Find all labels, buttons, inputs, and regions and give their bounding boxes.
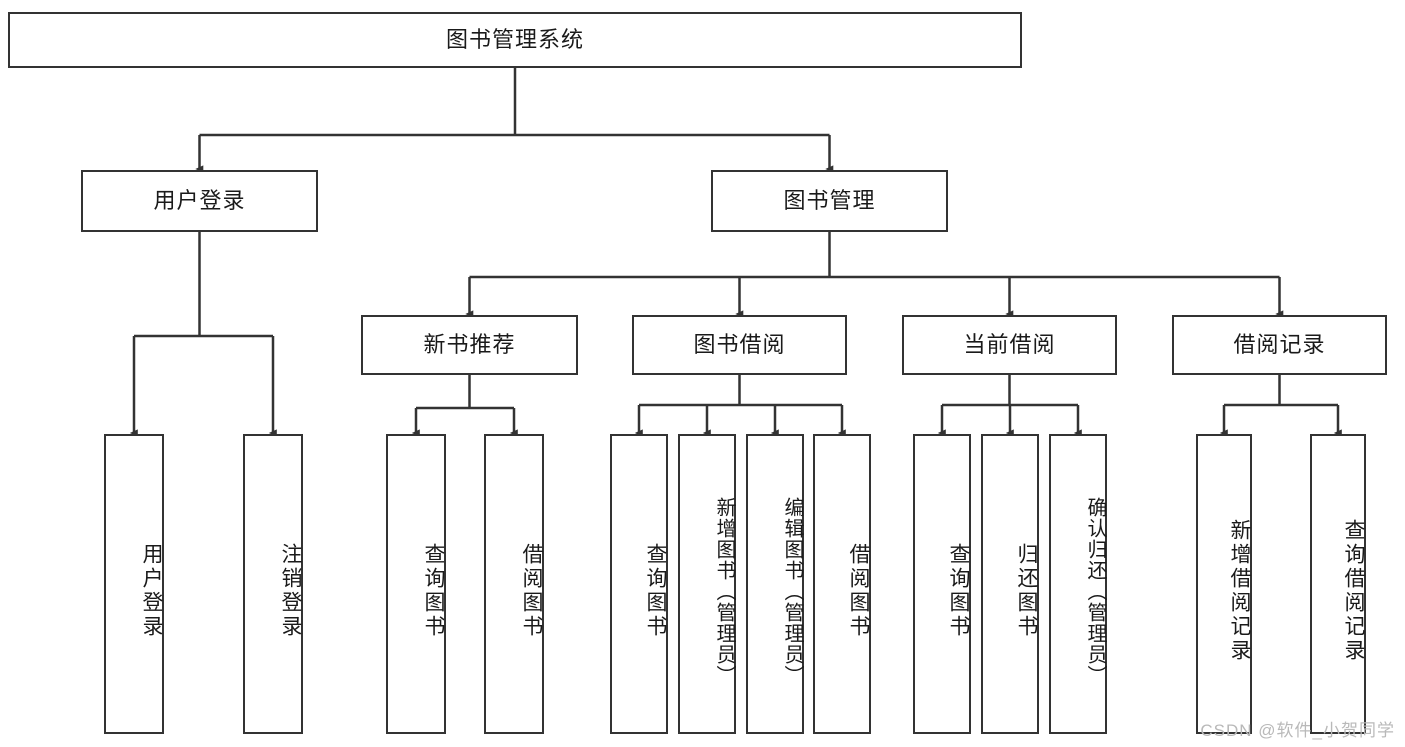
node-label: 注销登录 — [279, 543, 302, 639]
node-leaf-user-logout[interactable]: 注销登录 — [243, 434, 303, 734]
node-label: 新增图书（管理员） — [713, 496, 735, 686]
node-leaf-rec-borrow[interactable]: 借阅图书 — [484, 434, 544, 734]
node-new-book-rec[interactable]: 新书推荐 — [361, 315, 578, 375]
node-label: 图书管理 — [783, 187, 876, 213]
node-borrow-record[interactable]: 借阅记录 — [1172, 315, 1387, 375]
node-leaf-br-query[interactable]: 查询借阅记录 — [1310, 434, 1366, 734]
node-leaf-br-add[interactable]: 新增借阅记录 — [1196, 434, 1252, 734]
node-leaf-bb-edit[interactable]: 编辑图书（管理员） — [746, 434, 804, 734]
node-user-login[interactable]: 用户登录 — [81, 170, 318, 232]
node-label: 查询借阅记录 — [1342, 519, 1365, 663]
node-label: 归还图书 — [1015, 543, 1038, 639]
node-leaf-bb-add[interactable]: 新增图书（管理员） — [678, 434, 736, 734]
node-label: 借阅记录 — [1233, 331, 1326, 357]
node-label: 用户登录 — [140, 543, 163, 639]
node-root[interactable]: 图书管理系统 — [8, 12, 1022, 68]
node-label: 确认归还（管理员） — [1084, 496, 1106, 686]
node-label: 查询图书 — [422, 543, 445, 639]
node-label: 新书推荐 — [423, 331, 516, 357]
node-leaf-user-login[interactable]: 用户登录 — [104, 434, 164, 734]
node-label: 查询图书 — [947, 543, 970, 639]
node-label: 编辑图书（管理员） — [781, 496, 803, 686]
edge-group — [129, 68, 1342, 437]
node-leaf-rec-query[interactable]: 查询图书 — [386, 434, 446, 734]
node-label: 新增借阅记录 — [1228, 519, 1251, 663]
node-label: 当前借阅 — [963, 331, 1056, 357]
node-leaf-bb-query[interactable]: 查询图书 — [610, 434, 668, 734]
node-leaf-cb-confirm[interactable]: 确认归还（管理员） — [1049, 434, 1107, 734]
node-book-manage[interactable]: 图书管理 — [711, 170, 948, 232]
node-book-borrow[interactable]: 图书借阅 — [632, 315, 847, 375]
node-current-borrow[interactable]: 当前借阅 — [902, 315, 1117, 375]
node-label: 借阅图书 — [520, 543, 543, 639]
node-label: 查询图书 — [644, 543, 667, 639]
node-label: 图书借阅 — [693, 331, 786, 357]
node-leaf-bb-borrow[interactable]: 借阅图书 — [813, 434, 871, 734]
node-leaf-cb-return[interactable]: 归还图书 — [981, 434, 1039, 734]
node-label: 图书管理系统 — [445, 26, 584, 52]
node-label: 借阅图书 — [847, 543, 870, 639]
node-label: 用户登录 — [153, 187, 246, 213]
node-leaf-cb-query[interactable]: 查询图书 — [913, 434, 971, 734]
